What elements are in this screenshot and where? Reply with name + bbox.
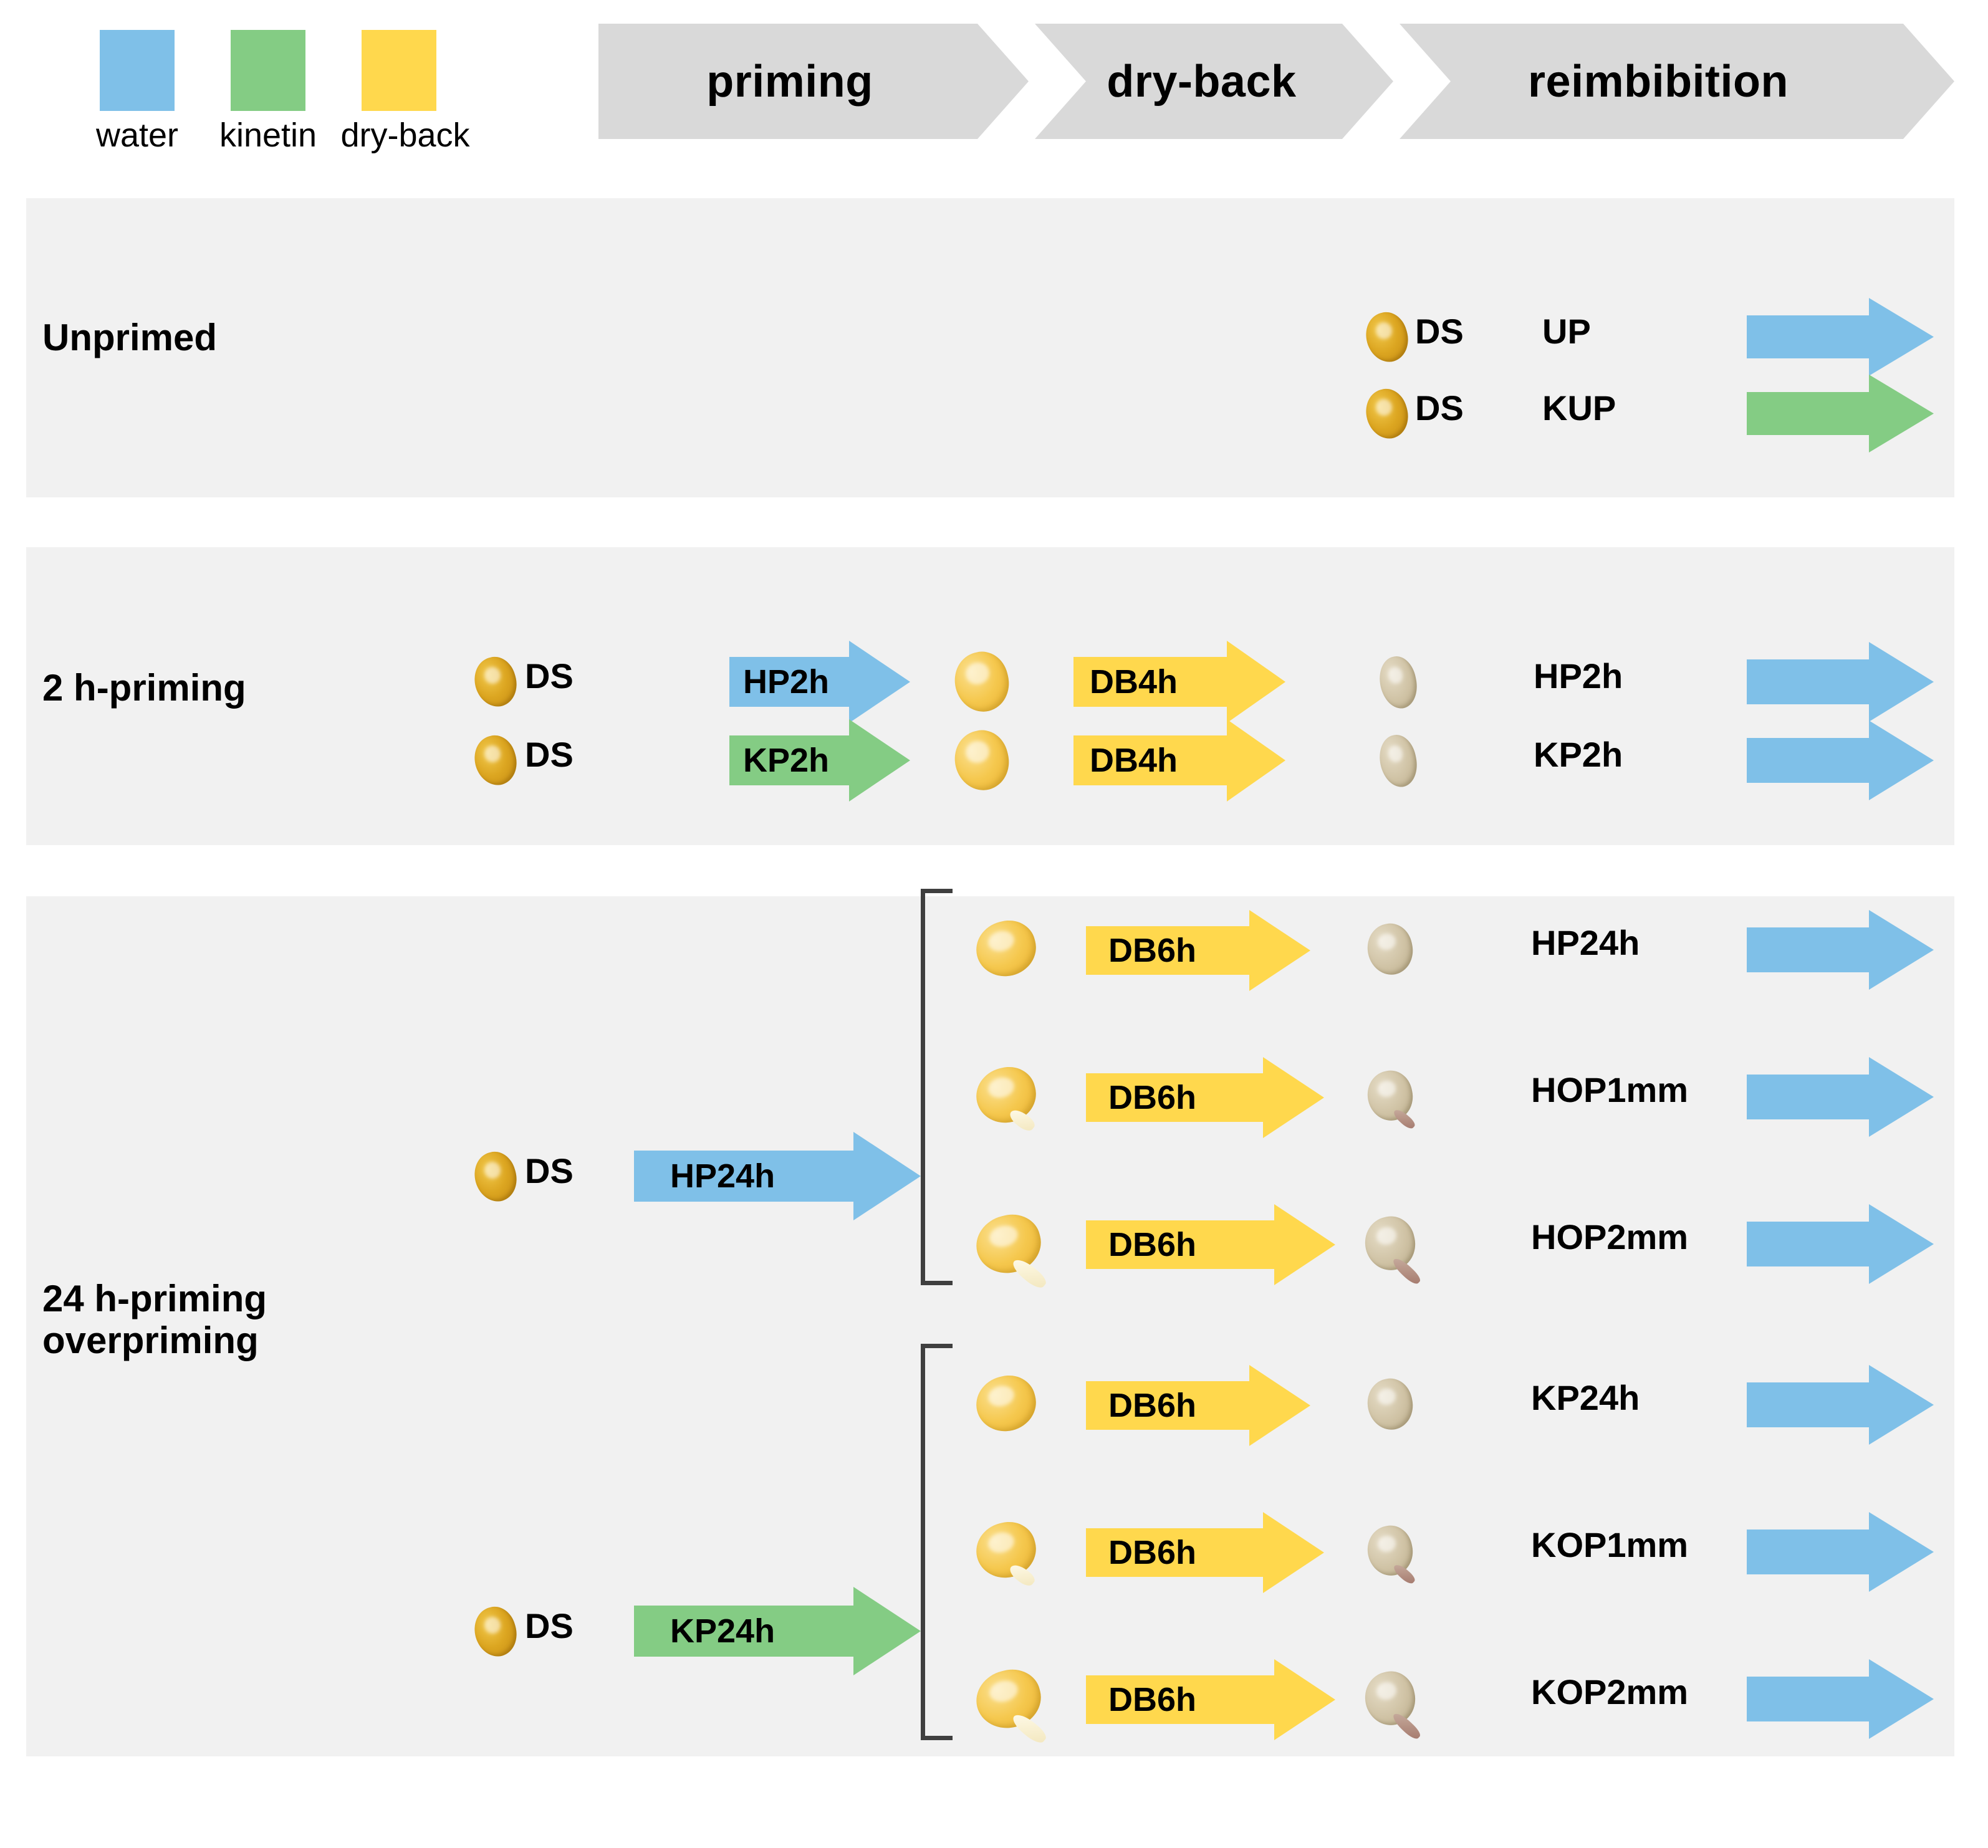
dryback-arrow-kp24h-db6h: DB6h [1086, 1365, 1310, 1446]
panel-title-unprimed: Unprimed [42, 317, 218, 358]
legend-label-dry-back: dry-back [340, 117, 470, 154]
priming-arrow-label-kp2h: KP2h [743, 742, 830, 779]
dryback-arrow-label-hop1mm: DB6h [1108, 1079, 1197, 1116]
dryback-arrow-hop2mm-db6h: DB6h [1086, 1204, 1335, 1285]
seed-imbibed-hp2h [948, 646, 1016, 717]
seed-dry-hp24h [469, 1147, 522, 1207]
seed-imbibed-hp24h [970, 914, 1042, 983]
treatment-label-hop2mm: HOP2mm [1531, 1217, 1689, 1257]
dryback-arrow-label-kp2h: DB4h [1090, 742, 1178, 779]
panel-title-2h-priming: 2 h-priming [42, 667, 246, 709]
priming-arrow-hp2h: HP2h [729, 641, 910, 723]
treatment-label-kup: KUP [1542, 388, 1616, 428]
seed-dry-kp24h [469, 1602, 522, 1662]
stage-chevron-dry-back: dry-back [1035, 24, 1393, 139]
priming-arrow-hp24h: HP24h [634, 1132, 921, 1220]
panel-title-24h-priming: 24 h-priming overpriming [42, 1278, 267, 1362]
seed-driedback-hop1mm [1363, 1066, 1418, 1131]
seed-driedback-kop1mm [1363, 1521, 1418, 1586]
seed-dry-kup [1360, 384, 1414, 444]
seed-label-ds-hp24h: DS [525, 1151, 574, 1190]
seed-driedback-kp24h [1363, 1374, 1418, 1434]
dryback-arrow-label-hop2mm: DB6h [1108, 1226, 1197, 1263]
legend-swatch-dry-back [362, 30, 436, 111]
seed-imbibed-kp2h [948, 725, 1016, 796]
seed-label-ds-kp2h: DS [525, 735, 574, 774]
treatment-label-kop2mm: KOP2mm [1531, 1672, 1689, 1712]
seed-imbibed-kop1mm [970, 1516, 1042, 1589]
priming-arrow-kp24h: KP24h [634, 1587, 921, 1675]
seed-imbibed-hop2mm [970, 1208, 1049, 1292]
dryback-arrow-label-hp2h: DB4h [1090, 663, 1178, 701]
seed-label-ds-kup: DS [1415, 388, 1464, 428]
seed-imbibed-hop1mm [970, 1061, 1042, 1134]
priming-arrow-label-kp24h: KP24h [670, 1612, 776, 1650]
dryback-arrow-label-kp24h: DB6h [1108, 1387, 1197, 1424]
stage-label-priming: priming [706, 56, 873, 107]
legend-swatch-kinetin [231, 30, 305, 111]
priming-arrow-kp2h: KP2h [729, 719, 910, 802]
dryback-arrow-kop1mm-db6h: DB6h [1086, 1512, 1324, 1593]
dryback-arrow-hp24h-db6h: DB6h [1086, 910, 1310, 991]
dryback-arrow-label-kop1mm: DB6h [1108, 1534, 1197, 1571]
reimbibition-arrow-kop1mm [1747, 1512, 1934, 1592]
reimbibition-arrow-hp24h [1747, 910, 1934, 990]
dryback-arrow-hop1mm-db6h: DB6h [1086, 1057, 1324, 1138]
reimbibition-arrow-kop2mm [1747, 1659, 1934, 1739]
stage-label-dry-back: dry-back [1107, 56, 1297, 107]
branch-bracket-kp24h [921, 1344, 953, 1740]
reimbibition-arrow-kp24h [1747, 1365, 1934, 1445]
panel-2h-priming: 2 h-priming DS HP2h DB4h HP2h DS K [26, 547, 1954, 845]
seed-label-ds-up: DS [1415, 312, 1464, 351]
treatment-label-hp2h: HP2h [1534, 656, 1623, 696]
seed-dry-hp2h [469, 652, 522, 712]
panel-unprimed: Unprimed DS UP DS KUP [26, 198, 1954, 497]
treatment-label-kp2h: KP2h [1534, 735, 1623, 774]
legend-label-water: water [95, 117, 179, 154]
stage-label-reimbibition: reimbibition [1528, 56, 1789, 107]
reimbibition-arrow-hop1mm [1747, 1057, 1934, 1137]
reimbibition-arrow-hp2h [1747, 642, 1934, 722]
treatment-label-kp24h: KP24h [1531, 1378, 1640, 1417]
reimbibition-arrow-up [1747, 298, 1934, 376]
seed-dry-up [1360, 307, 1414, 367]
priming-arrow-label-hp2h: HP2h [743, 663, 830, 701]
dryback-arrow-hp2h-db4h: DB4h [1073, 641, 1285, 723]
dryback-arrow-label-kop2mm: DB6h [1108, 1681, 1197, 1718]
stage-chevron-priming: priming [598, 24, 1029, 139]
treatment-label-hop1mm: HOP1mm [1531, 1070, 1689, 1109]
seed-label-ds-hp2h: DS [525, 656, 574, 696]
stage-chevron-reimbibition: reimbibition [1400, 24, 1954, 139]
treatment-label-kop1mm: KOP1mm [1531, 1525, 1689, 1564]
reimbibition-arrow-hop2mm [1747, 1204, 1934, 1284]
legend: water kinetin dry-back [0, 0, 586, 187]
dryback-arrow-kop2mm-db6h: DB6h [1086, 1659, 1335, 1740]
seed-driedback-kop2mm [1360, 1667, 1423, 1742]
seed-driedback-hp24h [1363, 919, 1418, 979]
seed-driedback-hop2mm [1360, 1212, 1423, 1287]
dryback-arrow-kp2h-db4h: DB4h [1073, 719, 1285, 802]
treatment-label-up: UP [1542, 312, 1591, 351]
reimbibition-arrow-kp2h [1747, 721, 1934, 800]
reimbibition-arrow-kup [1747, 375, 1934, 452]
seed-imbibed-kop2mm [970, 1663, 1049, 1747]
seed-dry-kp2h [469, 730, 522, 790]
stage-header-bar: priming dry-back reimbibition [598, 24, 1954, 139]
seed-driedback-hp2h [1375, 653, 1422, 712]
branch-bracket-hp24h [921, 889, 953, 1285]
dryback-arrow-label-hp24h: DB6h [1108, 932, 1197, 969]
seed-label-ds-kp24h: DS [525, 1606, 574, 1645]
seed-driedback-kp2h [1375, 731, 1422, 791]
priming-arrow-label-hp24h: HP24h [670, 1157, 776, 1195]
panel-24h-priming: 24 h-priming overpriming DS HP24h DB6h H… [26, 889, 1954, 1756]
legend-swatch-water [100, 30, 175, 111]
legend-label-kinetin: kinetin [219, 117, 317, 154]
seed-imbibed-kp24h [970, 1369, 1042, 1438]
treatment-label-hp24h: HP24h [1531, 923, 1640, 962]
